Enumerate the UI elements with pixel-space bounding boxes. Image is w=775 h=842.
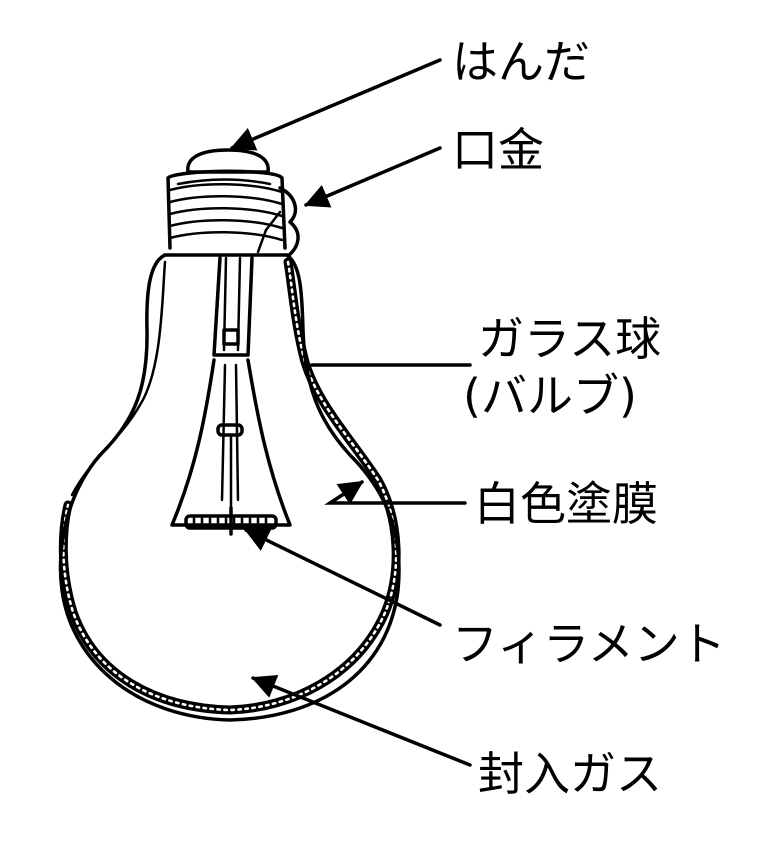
leader-lines — [230, 58, 472, 767]
lead-wire-right — [256, 210, 282, 254]
leader-white-coating — [324, 480, 467, 505]
label-filament: フィラメント — [452, 617, 726, 671]
label-glass-bulb-paren: (バルブ) — [463, 369, 637, 423]
glass-bulb-inner-line — [70, 260, 167, 497]
label-glass-bulb: ガラス球 — [478, 312, 661, 366]
leader-fill-gas — [251, 674, 472, 767]
leader-base — [304, 146, 442, 208]
leader-solder — [230, 58, 442, 151]
solder-cap — [186, 148, 270, 174]
filament-coil — [184, 506, 278, 536]
stem-press — [212, 256, 254, 357]
label-fill-gas: 封入ガス — [478, 747, 662, 801]
glass-bulb-outline — [58, 253, 401, 722]
label-base: 口金 — [452, 123, 544, 177]
label-solder: はんだ — [452, 35, 590, 89]
labels: はんだ 口金 ガラス球 (バルブ) 白色塗膜 フィラメント 封入ガス — [452, 35, 726, 801]
leader-filament — [244, 528, 442, 627]
label-white-coating: 白色塗膜 — [474, 477, 658, 531]
bulb-illustration — [58, 148, 401, 722]
